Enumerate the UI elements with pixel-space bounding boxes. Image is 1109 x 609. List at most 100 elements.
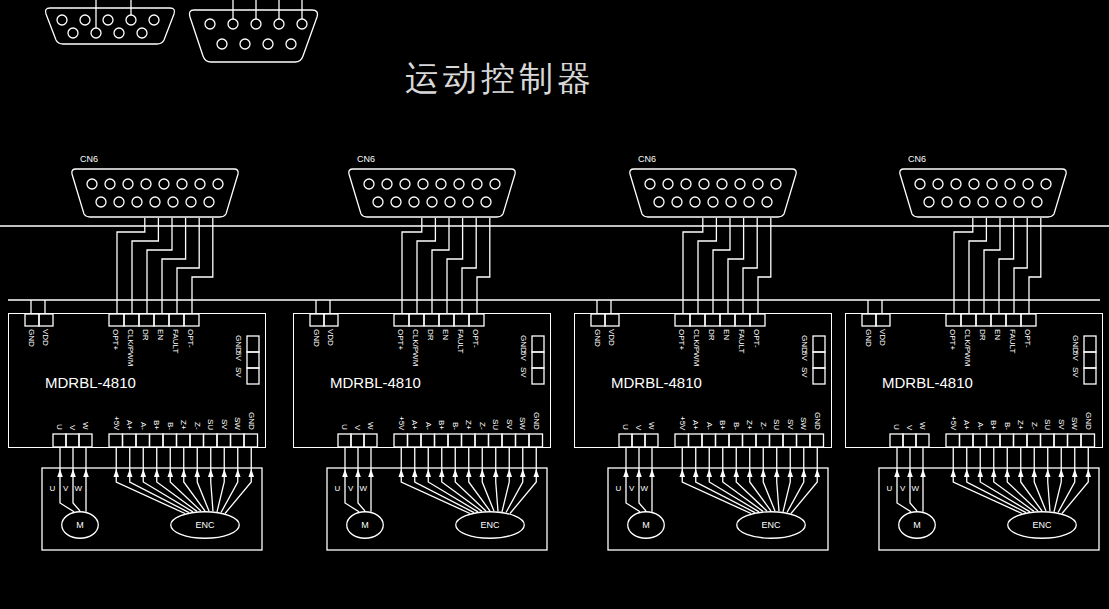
connector-pin xyxy=(717,179,727,189)
terminal-pin xyxy=(351,434,364,447)
terminal-pin xyxy=(903,434,916,447)
connector-pin xyxy=(454,179,464,189)
pin-name: OPT- xyxy=(471,329,480,348)
pin-name: A+ xyxy=(691,420,700,430)
terminal-pin xyxy=(1084,352,1096,368)
pin-name: EN xyxy=(441,329,450,340)
connector-pin xyxy=(445,197,455,207)
connector-pin xyxy=(168,197,178,207)
db15-connector: CN6 xyxy=(347,168,517,218)
motor-circle xyxy=(899,512,936,539)
terminal-pin xyxy=(813,336,825,352)
connector-pin xyxy=(1032,197,1042,207)
pin-name: Z- xyxy=(759,422,768,430)
motor-circle xyxy=(347,512,384,539)
pin-name: SV xyxy=(1057,419,1066,430)
connector-pin xyxy=(1023,179,1033,189)
terminal-pin xyxy=(247,368,259,384)
pin-name: V xyxy=(900,484,905,493)
terminal-pin xyxy=(735,314,750,326)
diagram-title: 运动控制器 xyxy=(405,58,595,98)
connector-pin xyxy=(735,179,745,189)
symbol-letter: ENC xyxy=(170,520,240,530)
wire-bundle xyxy=(401,448,536,514)
encoder-symbol: ENC xyxy=(455,511,525,539)
encoder-symbol: ENC xyxy=(736,511,806,539)
pin-name: V xyxy=(68,425,77,430)
pin-name: Z- xyxy=(1030,422,1039,430)
connector-pin xyxy=(915,179,925,189)
terminal-pin xyxy=(1021,314,1036,326)
terminal-pin xyxy=(783,434,797,447)
connector-shell xyxy=(349,169,515,217)
symbol-letter: M xyxy=(346,520,384,530)
pin-name: +5V xyxy=(112,416,121,430)
terminal-pin xyxy=(247,336,259,352)
pin-name: A+ xyxy=(410,420,419,430)
terminal-pin xyxy=(66,434,79,447)
terminal-pin xyxy=(1041,434,1055,447)
wire xyxy=(96,0,302,28)
connector-pin xyxy=(105,179,115,189)
connector-shell xyxy=(900,169,1066,217)
connector-pin xyxy=(951,179,961,189)
db15-connector-outline xyxy=(70,168,240,218)
db15-connector-outline xyxy=(898,168,1068,218)
terminal-pin xyxy=(862,314,876,326)
terminal-pin xyxy=(946,434,960,447)
connector-pin xyxy=(645,179,655,189)
pin-name: U xyxy=(887,484,893,493)
connector-pin xyxy=(1014,197,1024,207)
terminal-pin xyxy=(729,434,743,447)
symbol-letter: M xyxy=(898,520,936,530)
connector-pin xyxy=(123,179,133,189)
wire-bundle xyxy=(117,218,213,313)
encoder-ellipse xyxy=(1008,512,1077,539)
pin-name: W xyxy=(360,484,368,493)
connector-pin xyxy=(672,197,682,207)
connector-pin xyxy=(159,179,169,189)
terminal-pin xyxy=(454,314,469,326)
wire-bundle xyxy=(402,218,490,313)
terminal-pin xyxy=(876,314,890,326)
encoder-ellipse xyxy=(171,512,240,539)
motor-symbol: M xyxy=(627,511,665,539)
pin-name: DR xyxy=(707,329,716,341)
terminal-pin xyxy=(424,314,439,326)
terminal-pin xyxy=(1000,434,1014,447)
wire-bundle xyxy=(116,448,251,514)
connector-name: CN6 xyxy=(638,154,656,165)
pin-name: GND xyxy=(813,412,822,430)
connector-pin xyxy=(391,197,401,207)
db15-connector: CN6 xyxy=(628,168,798,218)
terminal-pin xyxy=(645,434,658,447)
terminal-pin xyxy=(720,314,735,326)
connector-pin xyxy=(960,197,970,207)
terminal-pin xyxy=(797,434,811,447)
pin-name: VDD xyxy=(326,329,335,346)
terminal-pin xyxy=(991,314,1006,326)
connector-pin xyxy=(762,197,772,207)
symbol-letter: ENC xyxy=(455,520,525,530)
motor-circle xyxy=(628,512,665,539)
connector-pin xyxy=(186,197,196,207)
motor-symbol: M xyxy=(346,511,384,539)
connector-pin xyxy=(699,179,709,189)
terminal-pin xyxy=(529,434,543,447)
pin-name: A- xyxy=(139,422,148,430)
terminal-pin xyxy=(960,434,974,447)
connector-pin xyxy=(195,179,205,189)
pin-name: SV xyxy=(505,419,514,430)
terminal-pin xyxy=(475,434,489,447)
wire-bundle xyxy=(953,448,1088,514)
pin-name: DR xyxy=(426,329,435,341)
terminal-pin xyxy=(139,314,154,326)
pin-name: CLK/PWM xyxy=(692,329,701,366)
terminal-pin xyxy=(532,352,544,368)
pin-name: W xyxy=(641,484,649,493)
connector-pin xyxy=(463,197,473,207)
terminal-pin xyxy=(408,434,422,447)
terminal-pin xyxy=(150,434,164,447)
pin-name: GND xyxy=(312,329,321,347)
connector-pin xyxy=(481,197,491,207)
